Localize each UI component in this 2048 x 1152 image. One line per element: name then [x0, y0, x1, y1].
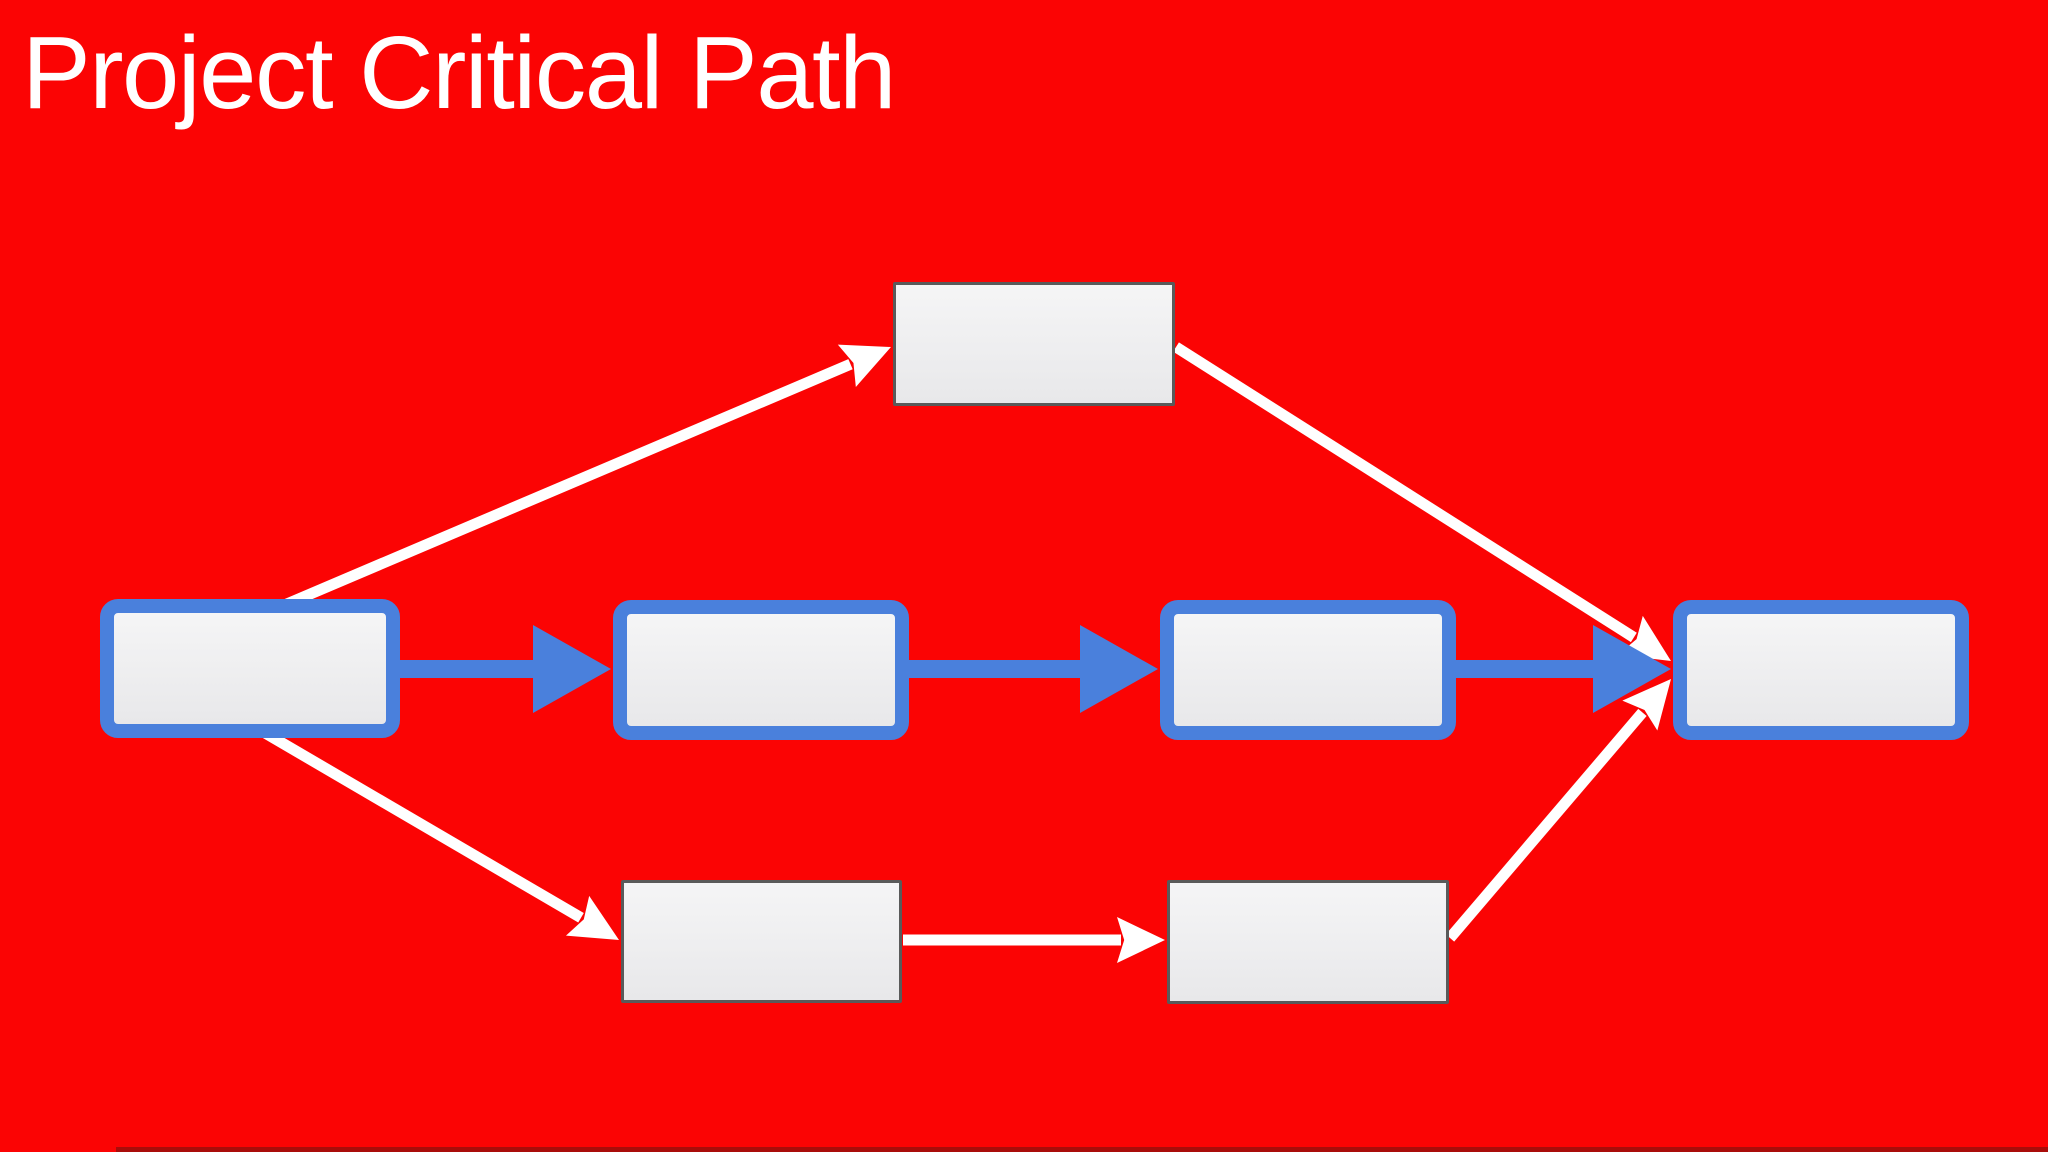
- edge-start-to-bottom1: [257, 725, 619, 940]
- critical-node-2[interactable]: [613, 600, 909, 740]
- start-node[interactable]: [100, 599, 400, 738]
- edge-critical-3: [1456, 625, 1671, 713]
- edge-bottom2-to-end: [1445, 679, 1671, 942]
- edge-start-to-top: [265, 344, 891, 618]
- edge-critical-1: [400, 625, 611, 713]
- end-node[interactable]: [1673, 600, 1969, 740]
- top-branch-node[interactable]: [893, 282, 1175, 406]
- critical-node-3[interactable]: [1160, 600, 1456, 740]
- edge-critical-2: [909, 625, 1158, 713]
- edge-bottom1-to-bottom2: [903, 917, 1165, 963]
- bottom-branch-node-2[interactable]: [1167, 880, 1449, 1004]
- bottom-branch-node-1[interactable]: [621, 880, 902, 1003]
- bottom-edge-strip: [116, 1147, 2048, 1152]
- slide-title: Project Critical Path: [22, 15, 896, 130]
